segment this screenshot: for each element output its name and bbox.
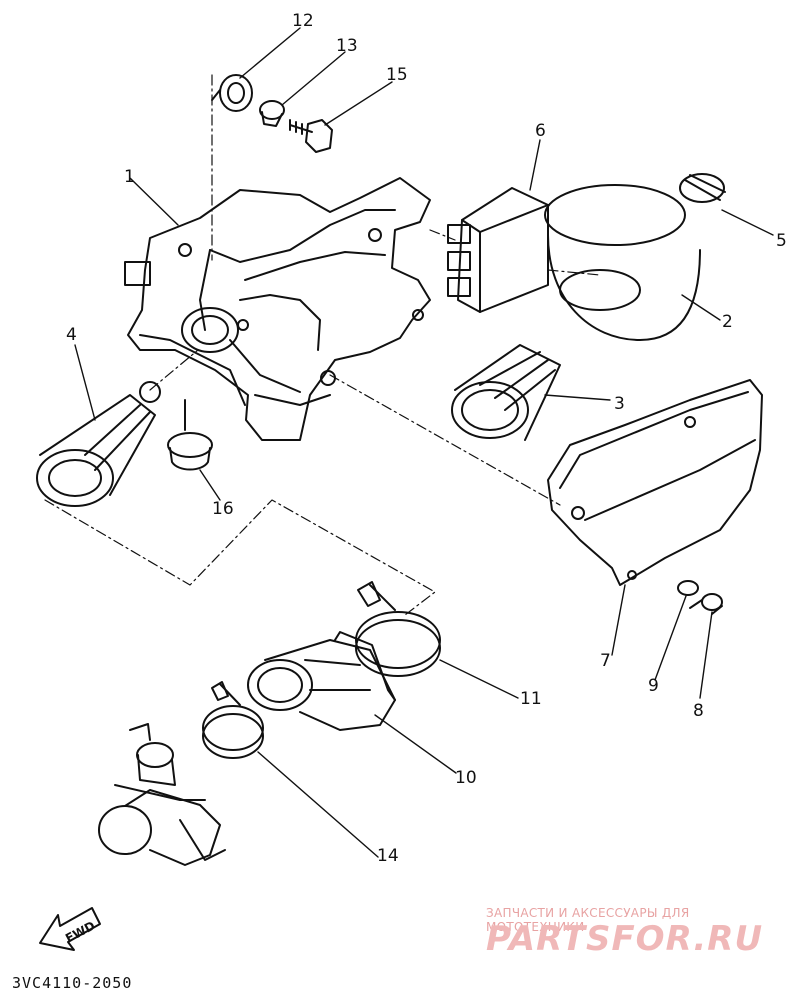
part-10-air-filter-joint bbox=[247, 631, 396, 731]
drawing-code: 3VC4110-2050 bbox=[12, 974, 133, 992]
part-11-joint-clamp bbox=[355, 581, 441, 677]
part-8-screw bbox=[689, 593, 723, 615]
part-12-grommet bbox=[211, 74, 253, 112]
fwd-arrow-icon bbox=[39, 907, 101, 951]
callout-7: 7 bbox=[600, 651, 611, 671]
callout-12: 12 bbox=[292, 11, 314, 31]
part-5-filter-clamp bbox=[679, 173, 726, 203]
callout-11: 11 bbox=[520, 689, 542, 709]
part-1-air-box-case bbox=[124, 177, 431, 441]
part-7-air-box-cap bbox=[547, 379, 763, 586]
part-4-element-guide bbox=[36, 381, 161, 507]
callout-2: 2 bbox=[722, 312, 733, 332]
callout-8: 8 bbox=[693, 701, 704, 721]
carburetor bbox=[98, 723, 226, 866]
callout-labels: 1 2 3 4 5 6 7 8 9 10 11 12 13 14 15 16 bbox=[66, 11, 787, 866]
watermark-tagline: ЗАПЧАСТИ И АКСЕССУАРЫ ДЛЯ МОТОТЕХНИКИ bbox=[486, 906, 690, 934]
part-15-bolt bbox=[289, 119, 333, 153]
callout-14: 14 bbox=[377, 846, 399, 866]
callout-16: 16 bbox=[212, 499, 234, 519]
part-2-air-filter-element bbox=[544, 184, 701, 341]
callout-10: 10 bbox=[455, 768, 477, 788]
callout-1: 1 bbox=[124, 167, 135, 187]
part-13-collar bbox=[259, 100, 285, 127]
part-9-washer bbox=[677, 580, 699, 596]
part-14-carburetor-clamp bbox=[202, 681, 264, 759]
callout-13: 13 bbox=[336, 36, 358, 56]
callout-4: 4 bbox=[66, 325, 77, 345]
callout-9: 9 bbox=[648, 676, 659, 696]
leader-lines bbox=[74, 27, 774, 858]
part-16-grommet bbox=[167, 399, 213, 471]
part-3-element-guide bbox=[451, 344, 561, 441]
part-6-damper bbox=[447, 187, 549, 313]
callout-15: 15 bbox=[386, 65, 408, 85]
callout-3: 3 bbox=[614, 394, 625, 414]
callout-5: 5 bbox=[776, 231, 787, 251]
watermark-logo: PARTSFOR.RU bbox=[486, 919, 764, 959]
phantom-lines bbox=[44, 74, 601, 616]
callout-6: 6 bbox=[535, 121, 546, 141]
